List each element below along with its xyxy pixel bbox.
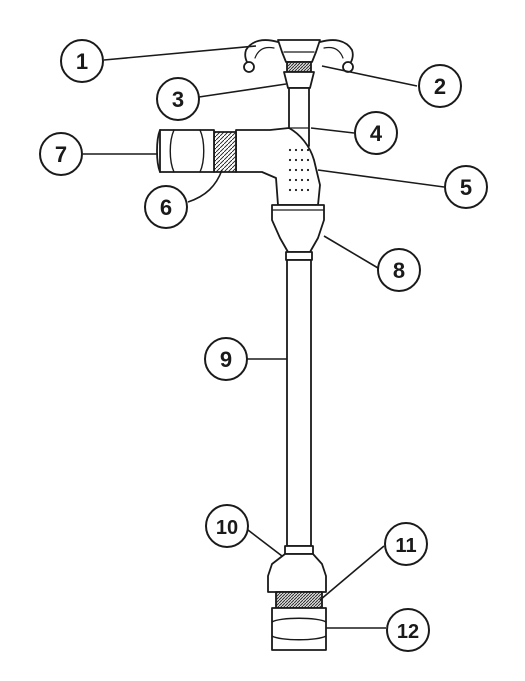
callout-12: 12 [386,608,430,652]
side-thread-nipple [213,131,237,173]
callout-9: 9 [204,337,248,381]
callout-3-label: 3 [172,87,184,112]
callout-8: 8 [377,248,421,292]
top-thread-nipple [286,61,312,73]
callout-9-label: 9 [220,347,232,372]
bottom-thread-nipple [275,591,323,609]
callout-7-label: 7 [55,142,67,167]
callout-6-label: 6 [160,195,172,220]
callout-7: 7 [39,132,83,176]
top-reducer [283,71,315,89]
callout-3: 3 [156,77,200,121]
callout-5: 5 [444,165,488,209]
callout-2: 2 [418,64,462,108]
callout-12-label: 12 [397,621,419,643]
callout-11-label: 11 [395,535,416,557]
callout-10: 10 [205,504,249,548]
bottom-camlock-adapter [271,607,327,651]
main-long-pipe [286,259,312,547]
callout-1-label: 1 [76,49,88,74]
callout-4-label: 4 [370,121,383,146]
callout-5-label: 5 [460,175,472,200]
side-camlock-adapter [159,129,215,173]
callout-11: 11 [384,522,428,566]
mid-reducer [271,204,325,253]
callout-10-label: 10 [216,517,238,539]
callout-4: 4 [354,111,398,155]
callout-1: 1 [60,39,104,83]
leader-lines [83,45,445,629]
callout-2-label: 2 [434,74,446,99]
bottom-reducer [267,553,327,593]
callout-6: 6 [144,185,188,229]
callout-8-label: 8 [393,258,405,283]
